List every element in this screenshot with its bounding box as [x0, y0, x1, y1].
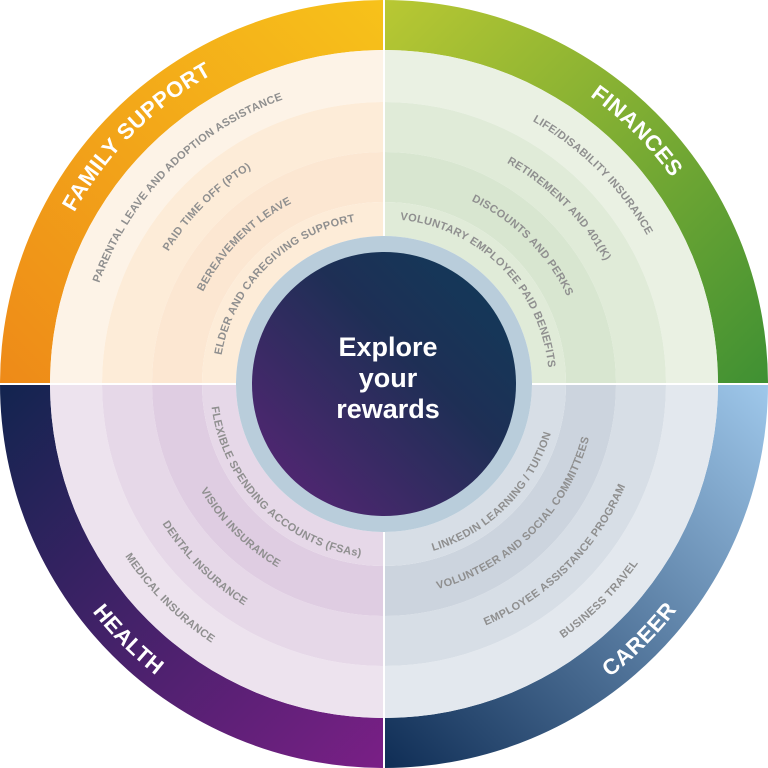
ring-band-finances-1[interactable]: [384, 50, 718, 384]
ring-band-career-1[interactable]: [384, 384, 718, 718]
quadrant-finances[interactable]: [384, 0, 768, 384]
ring-band-family-support-1[interactable]: [50, 50, 384, 384]
quadrant-family-support[interactable]: [0, 0, 384, 384]
ring-band-health-4[interactable]: [202, 384, 384, 566]
center-label-line-1: Explore: [338, 332, 437, 362]
ring-band-career-2[interactable]: [384, 384, 666, 666]
ring-band-career-4[interactable]: [384, 384, 566, 566]
ring-band-finances-3[interactable]: [384, 152, 616, 384]
center-button[interactable]: [252, 252, 516, 516]
ring-band-family-support-2[interactable]: [102, 102, 384, 384]
ring-band-family-support-4[interactable]: [202, 202, 384, 384]
ring-band-finances-2[interactable]: [384, 102, 666, 384]
center-hub[interactable]: Explore your rewards: [236, 236, 532, 532]
outer-band-health[interactable]: [0, 384, 384, 768]
quadrant-career[interactable]: [384, 384, 768, 768]
center-label-line-3: rewards: [336, 394, 440, 424]
quadrant-health[interactable]: [0, 384, 384, 768]
ring-band-career-3[interactable]: [384, 384, 616, 616]
ring-band-health-2[interactable]: [102, 384, 384, 666]
outer-band-finances[interactable]: [384, 0, 768, 384]
ring-band-health-1[interactable]: [50, 384, 384, 718]
outer-band-career[interactable]: [384, 384, 768, 768]
outer-band-family-support[interactable]: [0, 0, 384, 384]
ring-band-finances-4[interactable]: [384, 202, 566, 384]
ring-band-family-support-3[interactable]: [152, 152, 384, 384]
center-label-line-2: your: [359, 363, 418, 393]
ring-band-health-3[interactable]: [152, 384, 384, 616]
